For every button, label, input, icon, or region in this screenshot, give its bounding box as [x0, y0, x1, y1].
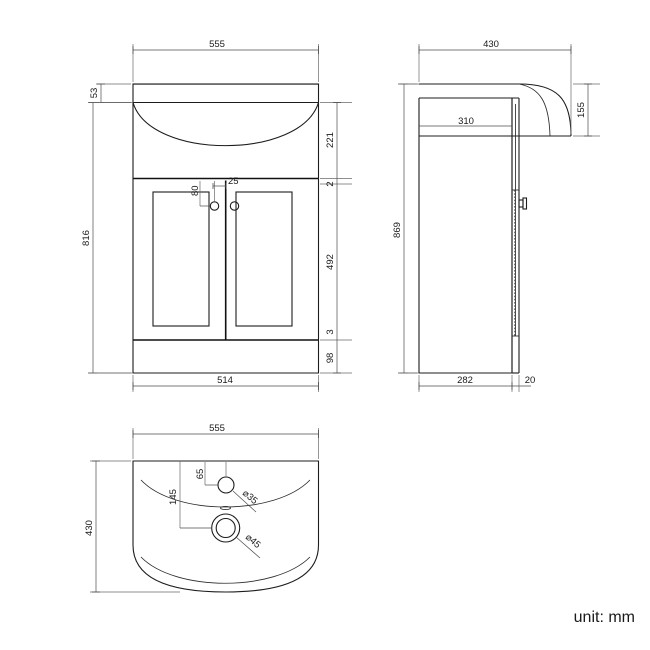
- dim-label-492: 492: [325, 254, 336, 270]
- leader-dia35: [232, 490, 257, 513]
- right-door-panel: [235, 191, 293, 327]
- dim-label-98: 98: [325, 353, 336, 364]
- dim-label-555-front: 555: [209, 39, 225, 50]
- side-cabinet-outline: [418, 98, 513, 374]
- dim-label-20: 20: [525, 375, 536, 386]
- side-bowl-inner-curve: [518, 83, 551, 137]
- side-elevation-view: 430 155 310 869 282: [392, 39, 600, 392]
- dim-label-dia45: ⌀45: [243, 532, 263, 551]
- plan-waste-hole-inner: [215, 517, 236, 539]
- plan-bowl-rim-lower: [140, 556, 311, 584]
- side-basin-nose-outer: [518, 83, 572, 137]
- tap-hole-left: [209, 201, 220, 211]
- door-handle-icon: [518, 197, 528, 210]
- dim-label-53: 53: [89, 88, 100, 99]
- plan-tap-hole: [217, 476, 235, 494]
- dim-label-430-side: 430: [483, 39, 499, 50]
- unit-note: unit: mm: [574, 609, 635, 626]
- dim-label-3: 3: [325, 329, 336, 334]
- tap-hole-right: [229, 201, 240, 211]
- left-door-panel: [152, 191, 210, 327]
- dim-label-430-plan: 430: [84, 520, 95, 536]
- dim-label-282: 282: [457, 375, 473, 386]
- dim-label-221: 221: [325, 132, 336, 148]
- front-elevation-view: 80 25 555 53 816: [81, 39, 352, 392]
- dim-label-2: 2: [325, 181, 336, 186]
- dim-label-155: 155: [576, 102, 587, 118]
- basin-bowl-curve: [132, 102, 320, 147]
- dim-label-816: 816: [81, 230, 92, 246]
- dim-label-514: 514: [217, 375, 233, 386]
- dim-label-310: 310: [458, 116, 474, 127]
- plan-bowl-rim-upper: [140, 479, 311, 508]
- dim-label-145: 145: [168, 489, 179, 505]
- dim-label-80: 80: [190, 185, 201, 196]
- dim-label-869: 869: [392, 222, 403, 238]
- leader-dia45: [235, 536, 261, 559]
- dim-label-555-plan: 555: [209, 423, 225, 434]
- basin-lip-outline: [132, 83, 320, 104]
- plan-view: ⌀35 ⌀45 65 145 555 430: [84, 423, 320, 593]
- dim-label-65: 65: [195, 469, 206, 480]
- dim-label-25: 25: [228, 176, 239, 187]
- cabinet-outline: [132, 178, 320, 374]
- plan-overflow-slot: [220, 505, 231, 511]
- plan-basin-outline: [132, 460, 320, 593]
